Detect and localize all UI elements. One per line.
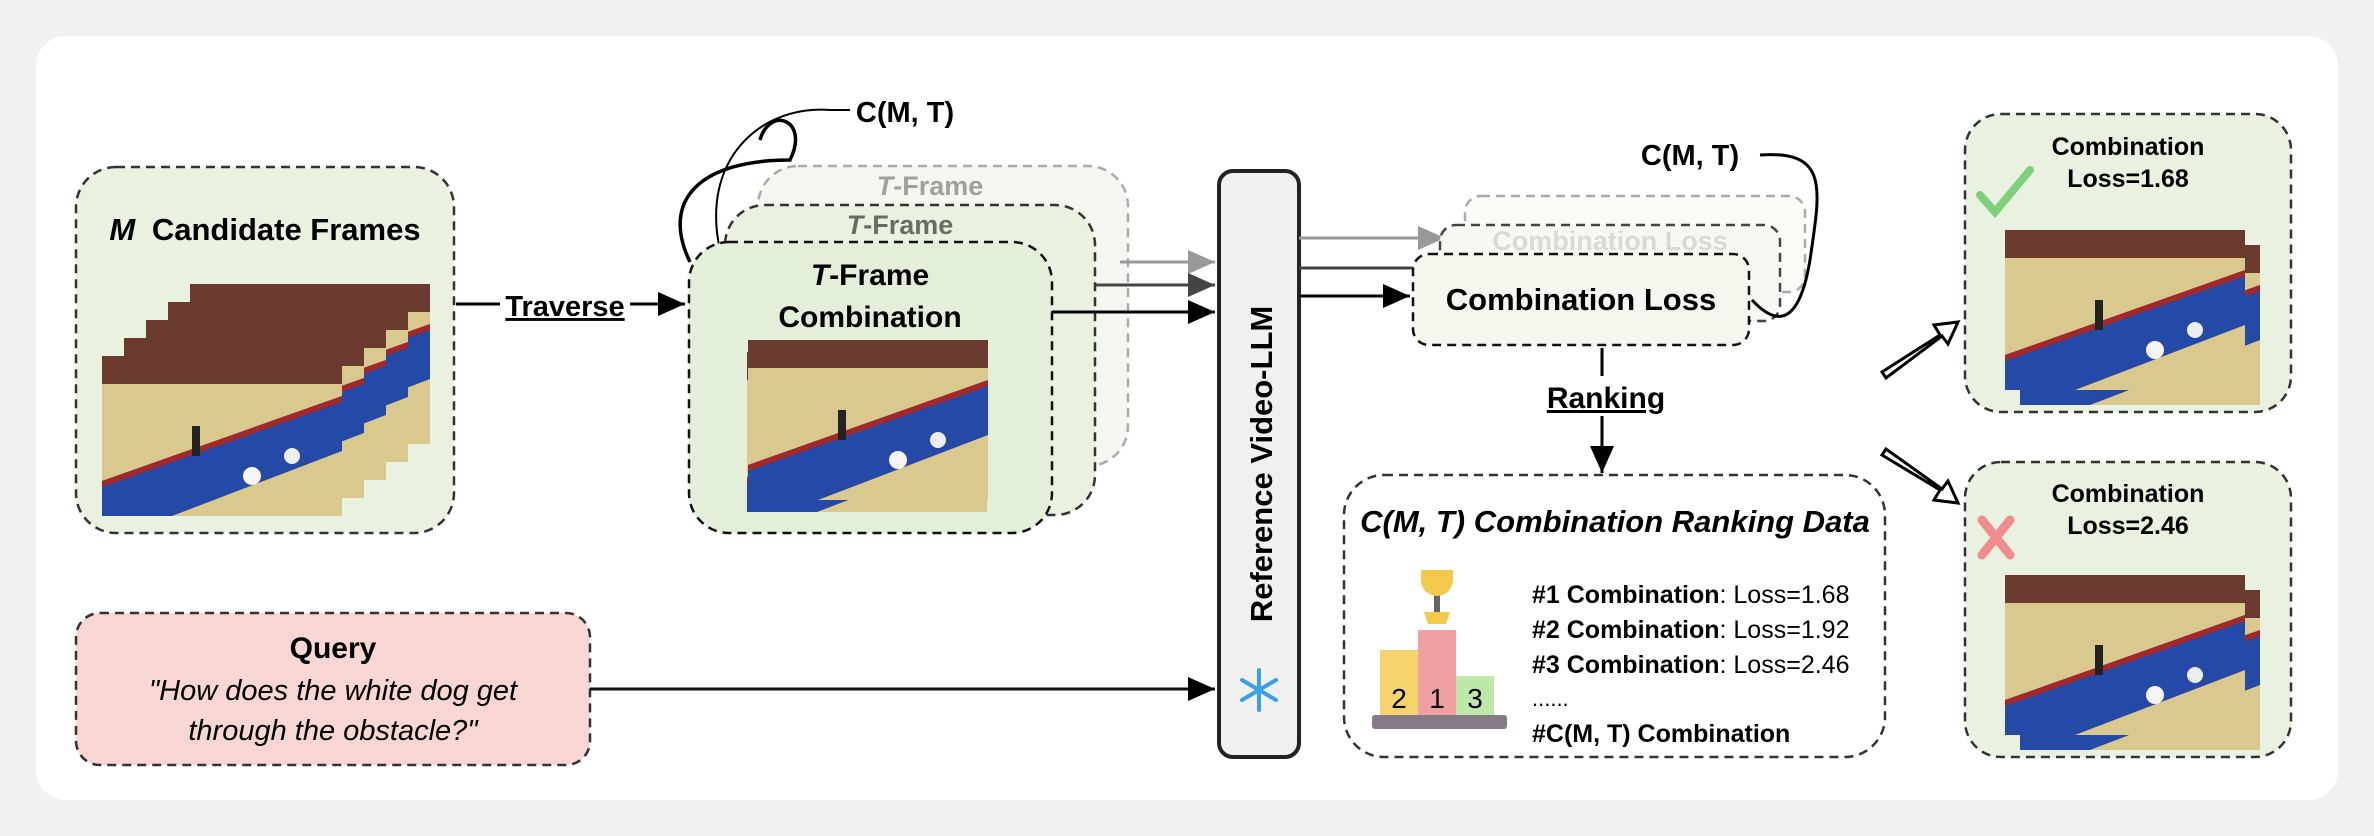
loop-arrow xyxy=(1750,153,1819,318)
traverse-label: Traverse xyxy=(505,291,624,323)
ranking-row-last: #C(M, T) Combination xyxy=(1532,720,1790,748)
llm-label: Reference Video-LLM xyxy=(1244,306,1279,622)
combination-loss-stack: Combination Loss Combination Loss C(M, T… xyxy=(1411,140,1819,347)
result-worse: Combination Loss=2.46 xyxy=(1963,460,2293,759)
result-loss: Loss=1.68 xyxy=(2067,165,2189,193)
loop-arrow xyxy=(678,118,798,263)
svg-text:1: 1 xyxy=(1429,683,1445,714)
snowflake-icon xyxy=(1240,668,1278,712)
podium-trophy-icon: 2 1 3 xyxy=(1372,570,1507,729)
svg-text:T-Frame: T-Frame xyxy=(811,259,929,292)
combination-loss-box xyxy=(1411,252,1751,347)
result-best: Combination Loss=1.68 xyxy=(1963,112,2293,414)
result-title: Combination xyxy=(2052,480,2205,508)
reference-video-llm: Reference Video-LLM xyxy=(1217,169,1301,759)
ranking-row: #3 Combination: Loss=2.46 xyxy=(1532,651,1849,679)
t-variable: T xyxy=(811,259,832,292)
result-title: Combination xyxy=(2052,133,2205,161)
ranking-label: Ranking xyxy=(1547,382,1665,415)
svg-text:2: 2 xyxy=(1391,683,1407,714)
combo-count-label: C(M, T) xyxy=(856,97,954,129)
query-title: Query xyxy=(290,632,377,665)
cross-icon xyxy=(1977,515,2015,560)
svg-text:M Candidate Frames: M Candidate Frames xyxy=(109,212,420,247)
ranking-data-box: C(M, T) Combination Ranking Data 2 1 3 #… xyxy=(1342,473,1887,759)
combination-label: Combination xyxy=(778,301,961,334)
ghost-t-frame-label: T-Frame xyxy=(847,210,954,240)
candidate-frames-box: M Candidate Frames xyxy=(74,165,456,535)
candidate-label: Candidate Frames xyxy=(152,212,421,247)
check-icon xyxy=(1976,166,2034,219)
ranking-ellipsis: ...... xyxy=(1532,686,1569,711)
ranking-data-title: C(M, T) Combination Ranking Data xyxy=(1360,504,1870,539)
query-box: Query "How does the white dog get throug… xyxy=(74,611,592,767)
t-frame-combination-stack: C(M, T) T-Frame T-Frame T-Frame Combinat… xyxy=(678,97,1130,535)
frame-label: -Frame xyxy=(829,259,929,292)
query-text-line2: through the obstacle?" xyxy=(188,715,479,747)
combination-loss-label: Combination Loss xyxy=(1446,282,1716,317)
hollow-arrow-down xyxy=(1879,446,1961,505)
ranking-row: #1 Combination: Loss=1.68 xyxy=(1532,581,1849,609)
ghost-loss-label: Combination Loss xyxy=(1492,226,1728,256)
svg-text:3: 3 xyxy=(1467,683,1483,714)
loss-count-label: C(M, T) xyxy=(1641,140,1739,172)
ghost-t-frame-label: T-Frame xyxy=(877,171,984,201)
query-text-line1: "How does the white dog get xyxy=(149,675,519,707)
ranking-row: #2 Combination: Loss=1.92 xyxy=(1532,616,1849,644)
m-variable: M xyxy=(109,212,136,247)
result-loss: Loss=2.46 xyxy=(2067,512,2189,540)
hollow-arrow-up xyxy=(1879,320,1961,381)
